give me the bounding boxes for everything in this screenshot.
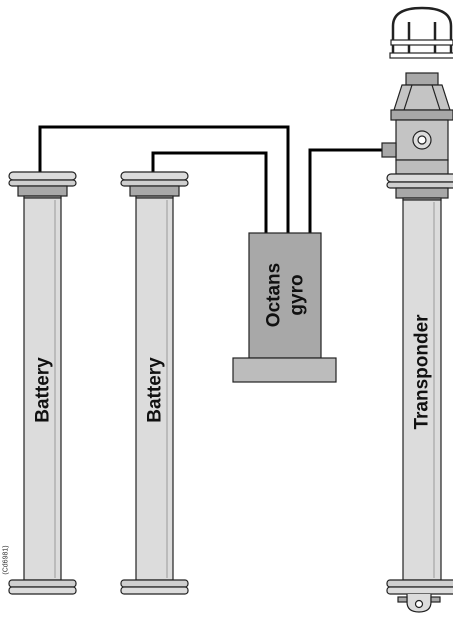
figure-reference: (Cd6981): [3, 545, 10, 574]
cable-transponder: [308, 148, 382, 233]
transponder-label: Transponder: [412, 314, 433, 430]
cables: [38, 125, 382, 233]
octans-gyro: [232, 232, 337, 383]
cable-battery-2: [151, 151, 268, 233]
gyro-label-line2: gyro: [287, 274, 308, 315]
battery-2-label: Battery: [145, 357, 166, 423]
gyro-label-line1: Octans: [264, 263, 285, 327]
battery-2: [120, 171, 189, 595]
cable-battery-1: [38, 125, 290, 233]
battery-1-label: Battery: [33, 357, 54, 423]
transponder: [381, 6, 453, 613]
battery-1: [8, 171, 77, 595]
